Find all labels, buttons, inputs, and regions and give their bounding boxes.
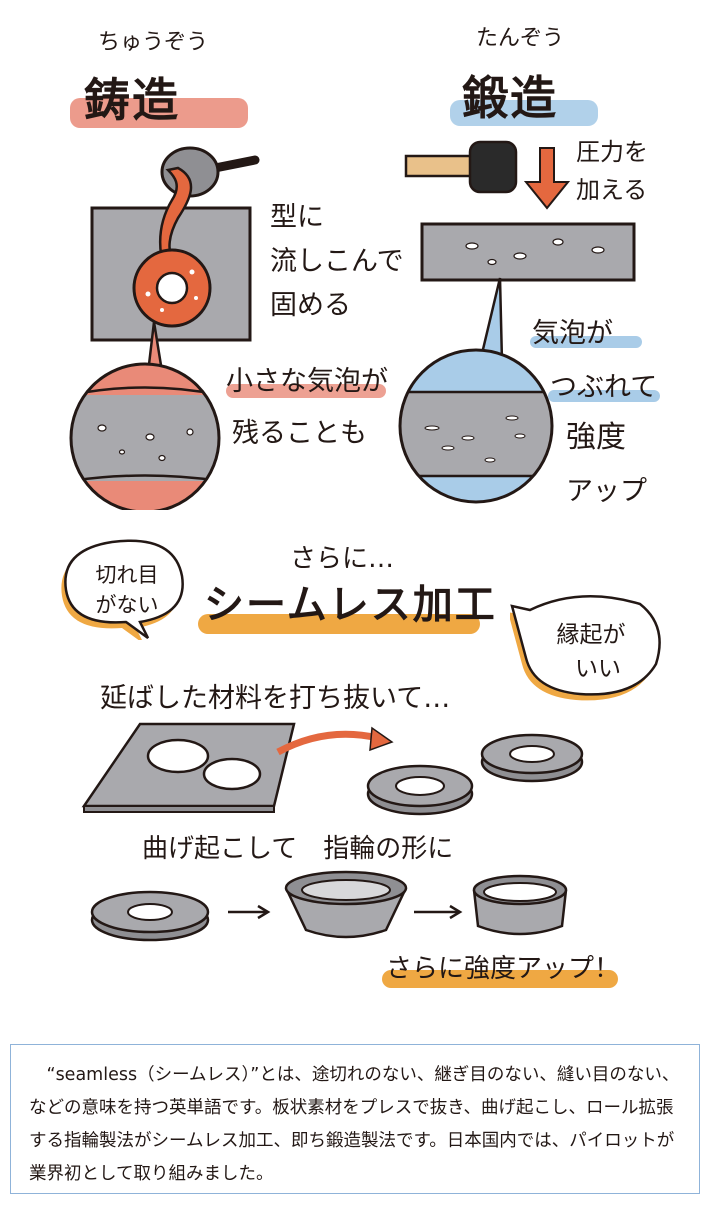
casting-title-highlight <box>70 98 248 128</box>
casting-bubble-note-1: 小さな気泡が <box>226 366 388 397</box>
seamless-title-highlight <box>198 614 480 634</box>
ring-shape <box>472 874 568 936</box>
final-highlight <box>382 970 618 988</box>
seamless-step1-text: 延ばした材料を打ち抜いて… <box>100 683 451 714</box>
casting-note-2: 流しこんで <box>270 246 404 277</box>
forging-bubble-highlight-2 <box>548 390 660 402</box>
washer-1 <box>366 764 474 816</box>
washer-2 <box>480 733 584 783</box>
right-bubble-line-1: 縁起が <box>556 622 626 648</box>
stamping-illustration <box>81 722 584 816</box>
flat-washer <box>90 890 210 942</box>
caption-box: “seamless（シームレス）”とは、途切れのない、継ぎ目のない、縫い目のない… <box>10 1044 700 1194</box>
stamp-arrow-icon <box>276 730 379 756</box>
forging-bubble-note-4: アップ <box>566 476 647 507</box>
forging-illustration <box>398 140 636 504</box>
casting-bubble-note-2: 残ることも <box>232 418 367 449</box>
casting-note-1: 型に <box>270 202 324 233</box>
left-speech-bubble <box>61 539 184 640</box>
left-bubble-line-1: 切れ目 <box>95 563 159 587</box>
seamless-final-text: さらに強度アップ！ <box>386 954 621 984</box>
forging-press-note-1: 圧力を <box>576 138 648 166</box>
left-bubble-line-2: がない <box>95 593 159 617</box>
forging-bubble-highlight-1 <box>530 336 642 348</box>
casting-magnified-sphere <box>69 362 221 510</box>
casting-reading: ちゅうぞう <box>98 30 209 55</box>
seamless-prefix: さらに… <box>290 544 395 574</box>
seamless-step2-text: 曲げ起こして 指輪の形に <box>142 834 454 864</box>
right-bubble-line-2: いい <box>575 656 621 682</box>
casting-title: 鋳造 <box>84 73 180 127</box>
forging-press-note-2: 加える <box>576 176 648 204</box>
seamless-title: シームレス加工 <box>204 582 497 628</box>
forging-title-highlight <box>450 100 598 126</box>
forging-title: 鍛造 <box>462 71 558 125</box>
casting-bubble-highlight <box>226 384 386 398</box>
forging-reading: たんぞう <box>476 26 565 51</box>
forming-illustration <box>90 870 568 942</box>
casting-note-3: 固める <box>270 290 351 321</box>
forging-bubble-note-3: 強度 <box>566 420 626 455</box>
hammer-icon <box>404 140 518 194</box>
forging-magnified-sphere <box>398 348 554 504</box>
forging-bubble-note-1: 気泡が <box>532 318 613 349</box>
right-speech-bubble <box>510 595 661 701</box>
forging-bubble-note-2: つぶれて <box>550 372 658 403</box>
bent-cup <box>284 870 408 939</box>
casting-illustration <box>69 146 260 510</box>
press-down-arrow-icon <box>523 147 571 210</box>
